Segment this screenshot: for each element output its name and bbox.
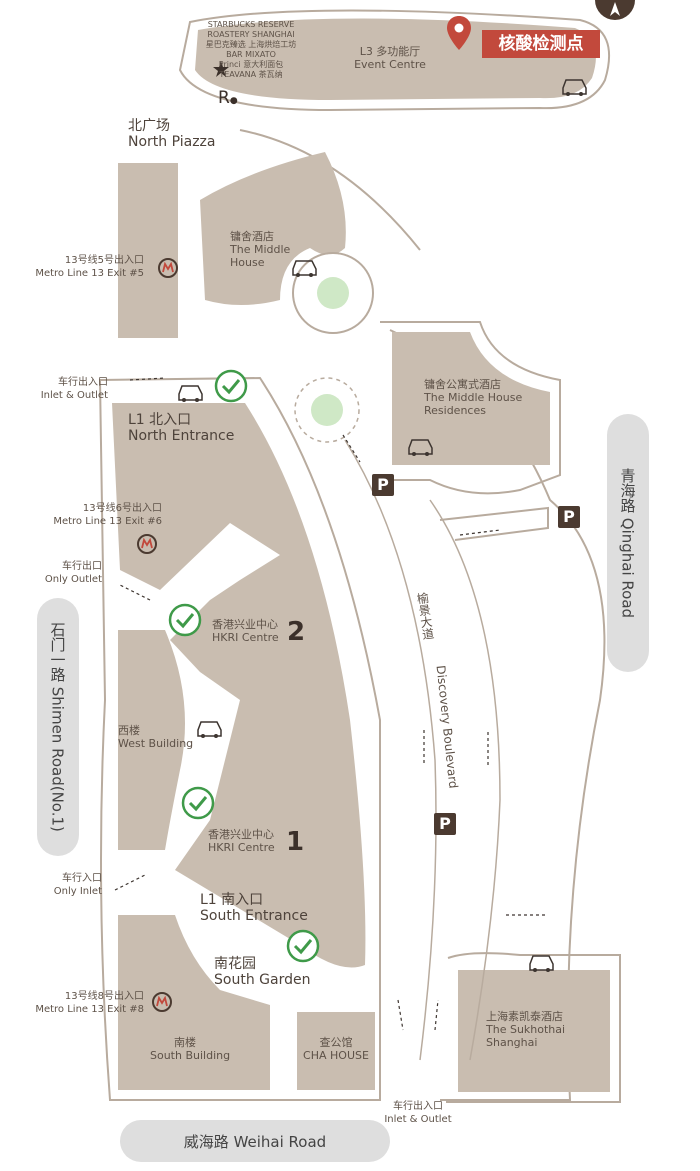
reserve-r-logo: R●	[218, 88, 238, 108]
residences-building	[392, 332, 550, 465]
car-icon	[529, 955, 554, 972]
residences-outline	[380, 321, 561, 495]
boulevard-right-line	[429, 499, 501, 1061]
boulevard-left-line	[344, 439, 437, 1061]
metro-icon	[152, 992, 172, 1012]
test-site-label[interactable]: 核酸检测点	[482, 30, 600, 58]
outline-main	[98, 376, 381, 1101]
main-building	[112, 403, 366, 968]
metro-icon	[158, 258, 178, 278]
west-building	[118, 630, 185, 850]
test-point-check-icon[interactable]	[286, 929, 320, 963]
parking-icon: P	[372, 474, 394, 496]
car-icon	[562, 79, 587, 96]
starbucks-label: STARBUCKS RESERVE ROASTERY SHANGHAI 星巴克臻…	[205, 20, 297, 79]
arrow-south-down	[397, 999, 404, 1031]
weihai-road: 威海路 Weihai Road	[120, 1120, 390, 1162]
car-icon	[292, 260, 317, 277]
arrow-only-outlet	[119, 584, 151, 601]
east-spur	[439, 506, 549, 541]
test-point-check-icon[interactable]	[214, 369, 248, 403]
test-point-check-icon[interactable]	[168, 603, 202, 637]
south-building	[118, 915, 270, 1090]
parking-icon: P	[558, 506, 580, 528]
arrow-rbt-down	[342, 434, 361, 463]
hkri-centre-2-number: 2	[287, 617, 306, 647]
compass-icon	[595, 0, 635, 20]
outline-top-blob	[178, 9, 611, 112]
roundabout-top-green	[317, 277, 349, 309]
arrow-only-inlet	[114, 874, 146, 891]
shimen-road: 石门一路 Shimen Road(No.1)	[37, 598, 79, 856]
parking-icon: P	[434, 813, 456, 835]
middle-house-building	[200, 152, 346, 305]
arrow-east	[459, 529, 501, 536]
car-icon	[197, 721, 222, 738]
hkri-centre-1-number: 1	[286, 827, 305, 857]
car-icon	[408, 439, 433, 456]
metro-icon	[137, 534, 157, 554]
sukhothai-building	[458, 970, 610, 1092]
cha-house-building	[297, 1012, 375, 1090]
north-left-building	[118, 163, 178, 338]
test-point-check-icon[interactable]	[181, 786, 215, 820]
qinghai-road: 青海路 Qinghai Road	[607, 414, 649, 672]
location-pin-icon	[447, 16, 471, 50]
car-icon	[178, 385, 203, 402]
north-curve-road	[239, 129, 421, 251]
star-icon	[213, 61, 229, 77]
arrow-south-up	[434, 999, 439, 1031]
sukhothai-outline	[446, 952, 621, 1103]
roundabout-bottom-green	[311, 394, 343, 426]
